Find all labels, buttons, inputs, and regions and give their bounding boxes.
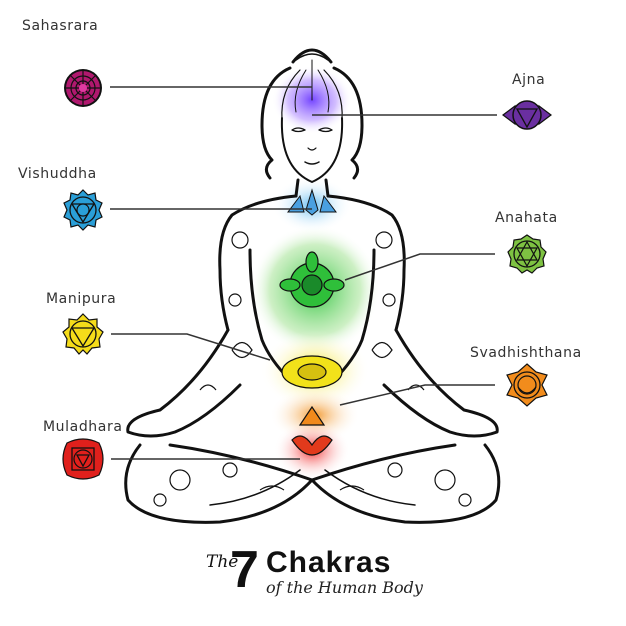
title-main: Chakras (266, 546, 392, 579)
title-subtitle: of the Human Body (266, 578, 423, 597)
diagram-title: The 7 Chakras of the Human Body (206, 541, 466, 608)
anahata-icon (507, 234, 547, 274)
floral-ornaments (153, 231, 472, 507)
title-number: 7 (230, 541, 259, 599)
label-svadhishthana: Svadhishthana (470, 345, 582, 361)
leader-line-svadhishthana (339, 384, 495, 406)
leader-line-anahata (344, 253, 495, 281)
root-lotus (291, 405, 333, 456)
label-anahata: Anahata (495, 210, 558, 226)
spine-flowers (279, 188, 345, 456)
heart-flower (279, 251, 345, 308)
label-muladhara: Muladhara (43, 419, 123, 435)
label-manipura: Manipura (46, 291, 117, 307)
sahasrara-icon (64, 69, 102, 107)
vishuddha-icon (63, 189, 103, 231)
leader-lines (110, 86, 497, 460)
label-ajna: Ajna (512, 72, 546, 88)
muladhara-icon (62, 438, 104, 480)
svadhishthana-icon (506, 363, 548, 407)
title-prefix: The (206, 552, 239, 572)
solar-sunflower (281, 355, 343, 389)
ajna-icon (502, 100, 552, 130)
manipura-icon (62, 313, 104, 355)
leader-line-manipura (111, 333, 271, 361)
label-vishuddha: Vishuddha (18, 166, 97, 182)
meditating-figure (124, 48, 501, 524)
label-sahasrara: Sahasrara (22, 18, 99, 34)
